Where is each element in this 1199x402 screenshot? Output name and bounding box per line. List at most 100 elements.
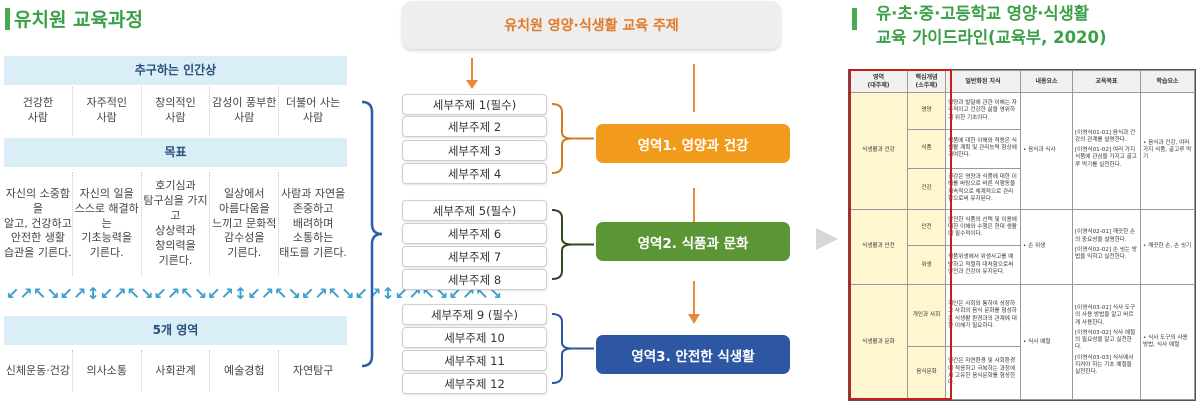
human-image-item: 창의적인 사람 <box>142 87 211 135</box>
topic-box: 세부주제 8 <box>402 269 547 290</box>
table-content-cell: • 손 위생 <box>1020 208 1073 286</box>
table-concept-cell: 개인과 사회 <box>907 284 946 347</box>
human-image-item: 감성이 풍부한 사람 <box>210 87 280 135</box>
relation-arrows: ↙↗↖↘↙↗↕↙↗↖↘↙↗↖↘↙↗↕↙↗↖↘↙↗↖↘↙↗↕↙↗↖↘↙↗↖↘ <box>6 284 502 304</box>
table-area-cell: 식생활과 건강 <box>849 92 908 210</box>
table-goal-item: [이영식03-01] 식사 도구의 사용 방법을 알고 바르게 사용한다. <box>1075 304 1136 326</box>
table-knowledge-cell: 인간은 자연환경 및 사회환경에 적응하고 극복하는 과정에서 고유한 음식문화… <box>945 345 1021 401</box>
arrow-icon: ↕ <box>86 284 100 303</box>
table-header-cell: 내용요소 <box>1020 70 1073 93</box>
arrow-icon: ↙↗ <box>99 284 127 303</box>
table-knowledge-cell: 식품위생에서 위생사고를 예방하고 적절히 대처함으로써 안전과 건강이 유지된… <box>945 245 1021 286</box>
table-knowledge-cell: 개인은 사회와 통하여 성장하고 사회의 음식 문화를 형성하는 식생활 환경과… <box>945 284 1021 347</box>
table-goal-item: [이영식03-02] 식사 예절의 필요성을 알고 실천한다. <box>1075 329 1136 351</box>
goal-item: 일상에서 아름다움을 느끼고 문화적 감수성을 기른다. <box>210 172 280 276</box>
table-goal-item: [이영식03-03] 식사에서 지켜야 하는 기초 예절을 실천한다. <box>1075 354 1134 376</box>
arrow-icon: ↖↘ <box>32 284 60 303</box>
table-goal-cell: [이영식01-01] 음식과 건강의 관계를 설명한다. [이영식01-02] 여… <box>1072 92 1141 210</box>
table-content-cell: • 식사 예절 <box>1020 284 1073 400</box>
human-image-item: 더불어 사는 사람 <box>286 96 341 124</box>
table-header-cell: 학습요소 <box>1140 70 1195 93</box>
table-goal-item: [이영식01-02] 여러 가지 식품에 관심을 가지고 골고루 먹기를 실천한… <box>1075 147 1137 168</box>
table-concept-cell: 영양 <box>907 92 946 130</box>
goal-item: 자신의 일을 스스로 해결하는 기초능력을 기른다. <box>73 172 142 276</box>
group-bracket <box>551 209 594 280</box>
topic-box: 세부주제 2 <box>402 116 547 137</box>
goal-item: 사람과 자연을 존중하고 배려하며 소통하는 태도를 기른다. <box>279 186 347 260</box>
down-arrow-icon <box>466 58 478 89</box>
table-knowledge-cell: 안전한 식품의 선택 및 이용에 대한 이해와 수행은 현대 생활에 필수적이다… <box>945 208 1021 247</box>
table-area-cell: 식생활과 안전 <box>849 208 908 286</box>
arrow-icon: ↙↗ <box>300 284 328 303</box>
human-image-item: 건강한 사람 <box>4 87 73 135</box>
table-goal-item: [이영식01-01] 음식과 건강의 관계를 설명한다. <box>1075 129 1136 143</box>
table-learning-cell: • 음식과 건강, 여러 가지 식품, 골고루 먹기 <box>1140 92 1195 210</box>
goal-item: 호기심과 탐구심을 가지고 상상력과 창의력을 기른다. <box>142 172 211 276</box>
area-item: 자연탐구 <box>292 363 334 377</box>
table-header-cell: 영역 (대주제) <box>849 70 908 93</box>
guideline-title-line1: 유·초·중·고등학교 영양·식생활 <box>876 4 1089 23</box>
right-pointer-icon <box>816 228 838 250</box>
human-image-header: 추구하는 인간상 <box>4 56 347 85</box>
section-marker <box>5 8 10 30</box>
domain-box: 영역3. 안전한 식생활 <box>596 335 790 374</box>
table-goal-item: [이영식02-02] 손 씻는 방법을 익히고 실천한다. <box>1075 246 1137 261</box>
arrow-icon: ↙↗ <box>247 284 275 303</box>
domain-box: 영역2. 식품과 문화 <box>596 222 790 261</box>
topic-box: 세부주제 7 <box>402 246 547 267</box>
goals-row: 자신의 소중함을 알고, 건강하고 안전한 생활 습관을 기른다.자신의 일을 … <box>4 172 347 276</box>
domain-box: 영역1. 영양과 건강 <box>596 124 790 163</box>
table-concept-cell: 식품 <box>907 128 946 169</box>
area-item: 예술경험 <box>210 350 280 392</box>
table-header-cell: 핵심개념 (소주제) <box>907 70 946 93</box>
table-learning-cell: • 식사 도구의 사용 방법, 식사 예절 <box>1140 284 1195 400</box>
table-goal-cell: [이영식03-01] 식사 도구의 사용 방법을 알고 바르게 사용한다. [이영… <box>1072 284 1141 400</box>
topic-box: 세부주제 3 <box>402 140 547 161</box>
table-header-cell: 일반화된 지식 <box>945 70 1021 93</box>
topic-box: 세부주제 1(필수) <box>402 94 547 115</box>
table-goal-cell: [이영식02-01] 깨끗한 손의 중요성을 설명한다. [이영식02-02] 손… <box>1072 208 1141 286</box>
table-knowledge-cell: 건강은 영양과 식품에 대한 이해를 바탕으로 바른 식행동을 지속적으로 체계… <box>945 167 1021 210</box>
area-item: 신체운동·건강 <box>4 350 73 392</box>
arrow-icon: ↙↗ <box>207 284 234 303</box>
group-bracket <box>551 103 594 174</box>
kindergarten-curriculum-title: 유치원 교육과정 <box>14 9 143 31</box>
table-knowledge-cell: 식품에 대한 이해와 적용은 식생활 계획 및 관리능력 향상에 기여한다. <box>945 128 1021 169</box>
table-goal-item: [이영식02-01] 깨끗한 손의 중요성을 설명한다. <box>1075 229 1136 243</box>
arrow-icon: ↕ <box>233 284 248 303</box>
topic-box: 세부주제 10 <box>402 327 547 348</box>
arrow-icon: ↙↗ <box>153 284 181 303</box>
human-image-item: 자주적인 사람 <box>73 87 142 135</box>
table-concept-cell: 위생 <box>907 245 946 286</box>
guideline-title-line2: 교육 가이드라인(교육부, 2020) <box>876 28 1107 47</box>
arrow-icon: ↙↗ <box>6 284 33 303</box>
arrow-icon: ↖↘ <box>126 284 154 303</box>
arrow-icon: ↙↗ <box>59 284 87 303</box>
arrow-icon: ↖↘ <box>274 284 301 303</box>
arrow-icon: ↖↘ <box>327 284 355 303</box>
table-concept-cell: 음식문화 <box>907 345 946 401</box>
table-learning-cell: • 깨끗한 손, 손 씻기 <box>1140 208 1195 286</box>
section-marker <box>852 8 857 30</box>
down-arrow-icon <box>688 64 700 324</box>
arrow-icon: ↙↗ <box>354 284 382 303</box>
area-item: 의사소통 <box>73 350 142 392</box>
topic-box: 세부주제 4 <box>402 163 547 184</box>
topic-box: 세부주제 9 (필수) <box>402 304 547 325</box>
table-concept-cell: 안전 <box>907 208 946 247</box>
topic-box: 세부주제 5(필수) <box>402 200 547 221</box>
areas-header: 5개 영역 <box>4 316 347 345</box>
table-header-cell: 교육목표 <box>1072 70 1141 93</box>
topic-box: 세부주제 6 <box>402 223 547 244</box>
arrow-icon: ↖↘ <box>180 284 208 303</box>
table-area-cell: 식생활과 문화 <box>849 284 908 400</box>
group-bracket <box>551 313 594 384</box>
topic-box: 세부주제 12 <box>402 373 547 394</box>
topic-box: 세부주제 11 <box>402 350 547 371</box>
goal-item: 자신의 소중함을 알고, 건강하고 안전한 생활 습관을 기른다. <box>4 172 73 276</box>
nutrition-education-topics-title: 유치원 영양·식생활 교육 주제 <box>402 1 781 49</box>
goals-header: 목표 <box>4 138 347 167</box>
